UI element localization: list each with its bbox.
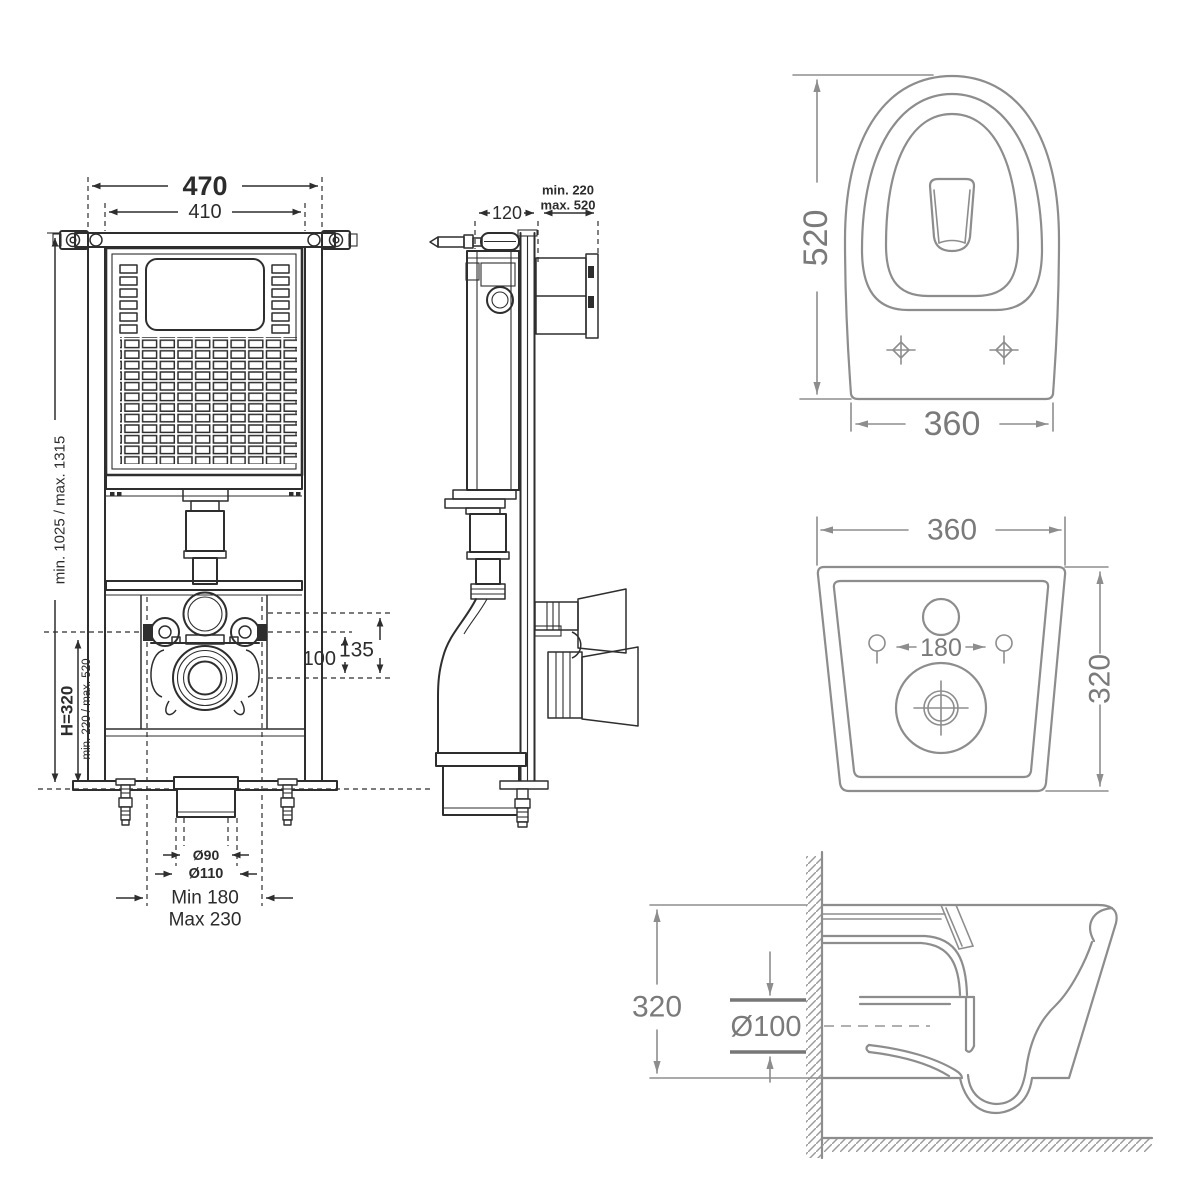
dim-back-width: 360 <box>927 514 977 547</box>
pan-outline <box>820 903 1118 1115</box>
fixing-bolts <box>143 617 267 647</box>
back-view-dimensions: 360 180 320 <box>816 514 1117 792</box>
water-inlet-hole <box>921 597 961 637</box>
dim-back-height: 320 <box>1084 654 1117 704</box>
dim-front-inner-width: 410 <box>188 201 221 223</box>
waste-pipe-flange <box>173 776 239 790</box>
section-dimensions: 320 Ø100 <box>632 904 957 1083</box>
dim-bolt-to-outlet: 100 <box>303 648 336 670</box>
wall-bracket-top <box>52 230 358 250</box>
side-view-frame <box>429 229 639 784</box>
flush-inlet-port <box>182 591 228 637</box>
top-view-pan: 520 360 <box>792 74 1061 443</box>
adjustable-wall-bracket <box>535 253 599 339</box>
dim-front-outer-width: 470 <box>182 171 227 201</box>
inspection-port <box>486 286 514 314</box>
flush-bend-pipe <box>182 488 229 585</box>
dim-offset-min: Min 180 <box>171 888 239 909</box>
adjustable-feet <box>115 778 298 826</box>
front-view-frame <box>52 230 358 818</box>
dim-offset-max: Max 230 <box>169 910 242 931</box>
floor-hatch <box>822 1138 1152 1152</box>
flush-pipe-connector <box>534 588 627 659</box>
flush-plate-panel <box>104 246 304 477</box>
dim-top-length: 520 <box>797 210 835 267</box>
waste-pipe-connector <box>547 646 639 727</box>
side-dimensions: 120 min. 220 max. 520 <box>479 183 596 223</box>
seat-fixing-marks <box>886 335 1019 365</box>
wall-anchor-rod <box>429 232 520 251</box>
frame-rails <box>87 246 323 782</box>
panel-side-buttons <box>119 264 290 334</box>
dim-outlet-d90: Ø90 <box>193 847 220 863</box>
dim-section-height: 320 <box>632 991 682 1024</box>
top-view-dimensions: 520 360 <box>792 74 1054 443</box>
dim-inlet-to-outlet: 135 <box>339 639 374 662</box>
side-outlet-box <box>435 752 527 816</box>
dim-hole-spacing: 180 <box>920 634 962 662</box>
dim-side-wall-min: min. 220 <box>542 183 594 198</box>
dim-outlet-diameter: Ø100 <box>731 1011 802 1043</box>
section-view-pan: 320 Ø100 <box>632 850 1154 1160</box>
dim-side-depth: 120 <box>492 203 522 223</box>
reference-lines <box>38 177 599 906</box>
waste-elbow <box>437 598 488 754</box>
lower-frame-section <box>105 591 305 737</box>
flush-down-pipe-side <box>466 513 510 600</box>
waste-pipe-stub <box>176 788 236 818</box>
waste-hole <box>894 661 988 755</box>
dim-top-width: 360 <box>924 405 981 443</box>
dim-side-wall-max: max. 520 <box>541 198 596 213</box>
panel-button-grid <box>120 337 297 464</box>
dim-front-height-range: min. 1025 / max. 1315 <box>52 436 69 584</box>
flush-recess <box>928 177 976 253</box>
dim-front-bottom-range: min. 220 / max. 520 <box>81 659 93 760</box>
front-dimensions: 470 410 min. 1025 / max. 1315 H=320 min.… <box>47 171 384 931</box>
back-view-pan: 360 180 320 <box>816 514 1117 793</box>
dim-outlet-d110: Ø110 <box>189 866 224 882</box>
concealed-cistern <box>465 250 520 491</box>
waste-outlet-port <box>150 645 260 716</box>
dim-bolt-height: H=320 <box>58 686 77 737</box>
side-foot <box>499 780 549 828</box>
wall-hatch <box>806 856 822 1158</box>
